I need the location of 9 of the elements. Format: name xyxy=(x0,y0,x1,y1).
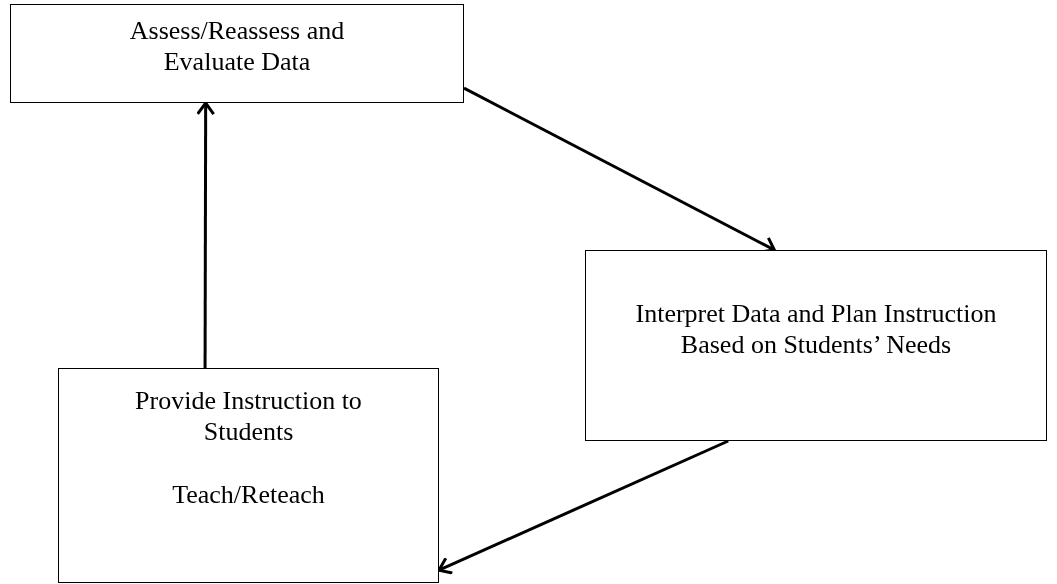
box-text: Assess/Reassess and Evaluate Data xyxy=(128,15,346,77)
process-box xyxy=(585,250,1047,441)
process-box xyxy=(58,368,439,583)
arrow xyxy=(437,439,729,575)
process-box xyxy=(10,4,464,103)
arrow xyxy=(196,101,216,368)
box-text: Interpret Data and Plan Instruction Based on Students’ Needs xyxy=(634,298,998,360)
box-text: Teach/Reteach xyxy=(171,479,326,510)
box-text: Provide Instruction to Students xyxy=(134,385,363,447)
